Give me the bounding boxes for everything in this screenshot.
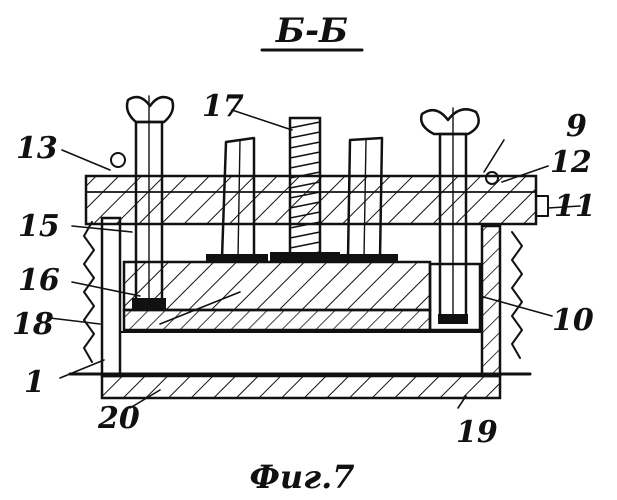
label-20: 20 [97,401,140,436]
label-1: 1 [24,365,45,400]
section-title: Б-Б [275,11,348,51]
label-13: 13 [16,131,58,166]
base-plate [102,376,500,398]
label-12: 12 [550,145,592,180]
label-11: 11 [554,189,596,224]
label-16: 16 [18,263,60,298]
right-spring [512,232,522,358]
middle-block [124,262,430,310]
label-17: 17 [202,89,244,124]
label-18: 18 [12,307,54,342]
figure-caption: Фиг.7 [249,458,354,496]
inner-cavity [120,332,482,374]
center-nut [270,252,340,262]
top-plate-flange [536,196,548,216]
label-19: 19 [456,415,498,450]
label-9: 9 [566,109,587,144]
label-10: 10 [552,303,594,338]
label-15: 15 [18,209,60,244]
left-spring [84,222,94,362]
small-fixture-13 [111,153,125,167]
left-housing-wall [102,218,120,376]
